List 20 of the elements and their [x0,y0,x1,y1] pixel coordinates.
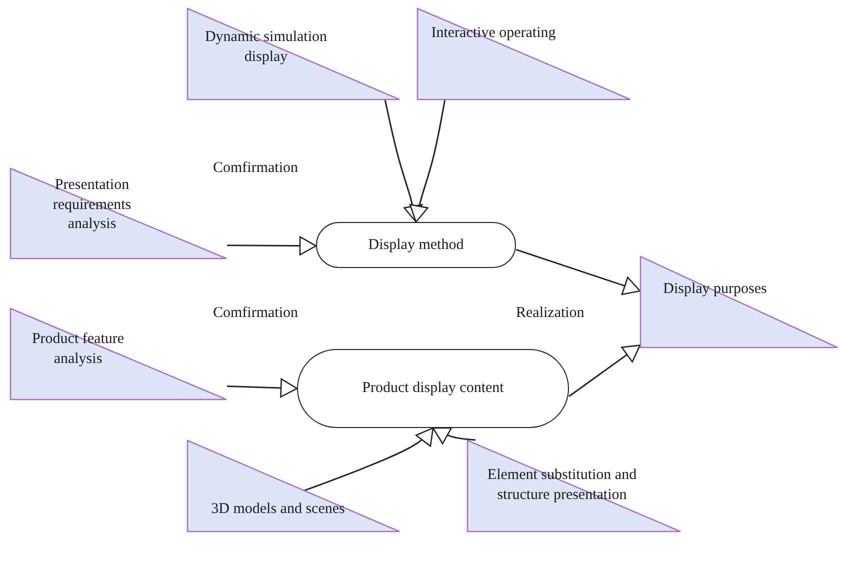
arrow [304,427,434,492]
node-label: Presentation requirements analysis [52,176,132,234]
arrow [568,344,641,397]
node-label: 3D models and scenes [210,500,346,519]
arrow [432,427,476,444]
node-label: Interactive operating [430,24,557,43]
arrow [226,378,298,398]
arrow [516,248,641,296]
node-label: Dynamic simulation display [204,28,328,66]
rounded-box [316,222,516,268]
node-label: Product feature analysis [30,330,126,368]
arrow [227,236,317,256]
node-label: Display method [368,236,464,254]
flow-label: Realization [516,305,584,322]
flow-label: Comfirmation [213,160,298,177]
flow-label: Comfirmation [213,305,298,322]
node-label: Display purposes [662,280,768,299]
arrow [409,100,446,223]
arrow [384,100,423,223]
node-label: Product display content [362,380,504,397]
